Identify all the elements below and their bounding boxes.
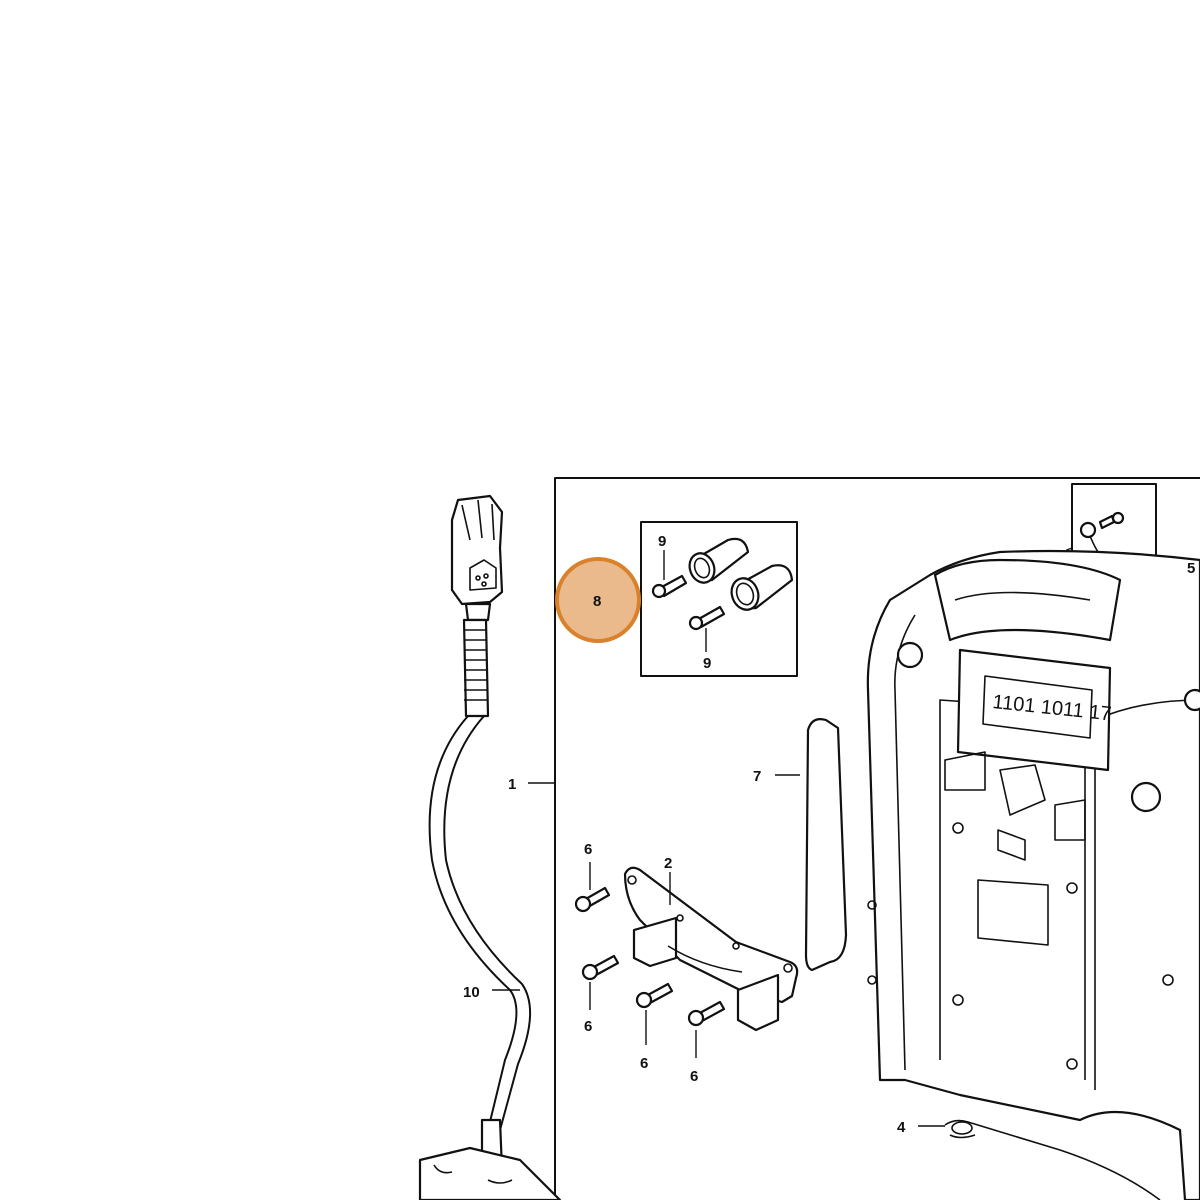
callout-10: 10 [463,984,480,1001]
highlight-marker[interactable] [555,557,641,643]
rod-part [918,1119,1161,1200]
seat-back-frame: 1101 1011 17 [866,549,1200,1200]
screw-part [651,550,688,599]
callout-7: 7 [753,768,761,785]
screw-part [688,605,726,652]
screw-part [635,982,674,1045]
cable-harness-part [418,494,562,1200]
callout-6-a: 6 [584,841,592,858]
callout-4: 4 [897,1119,906,1136]
callout-9-b: 9 [703,655,711,672]
callout-6-d: 6 [690,1068,698,1085]
callout-6-b: 6 [584,1018,592,1035]
callout-9-a: 9 [658,533,666,550]
bracket-part [623,866,799,1032]
callout-6-c: 6 [640,1055,648,1072]
callout-2: 2 [664,855,672,872]
bushing-part [688,537,750,584]
callout-1: 1 [508,776,516,793]
screw-part [574,862,611,913]
bushing-part [730,564,794,611]
screw-part [687,1000,726,1058]
callout-5: 5 [1187,560,1195,577]
inset-box-8-9 [613,521,798,677]
trim-strip-part [775,718,848,972]
screw-part [581,954,620,1010]
callout-8: 8 [593,593,601,610]
group-frame-1 [528,477,1200,1200]
